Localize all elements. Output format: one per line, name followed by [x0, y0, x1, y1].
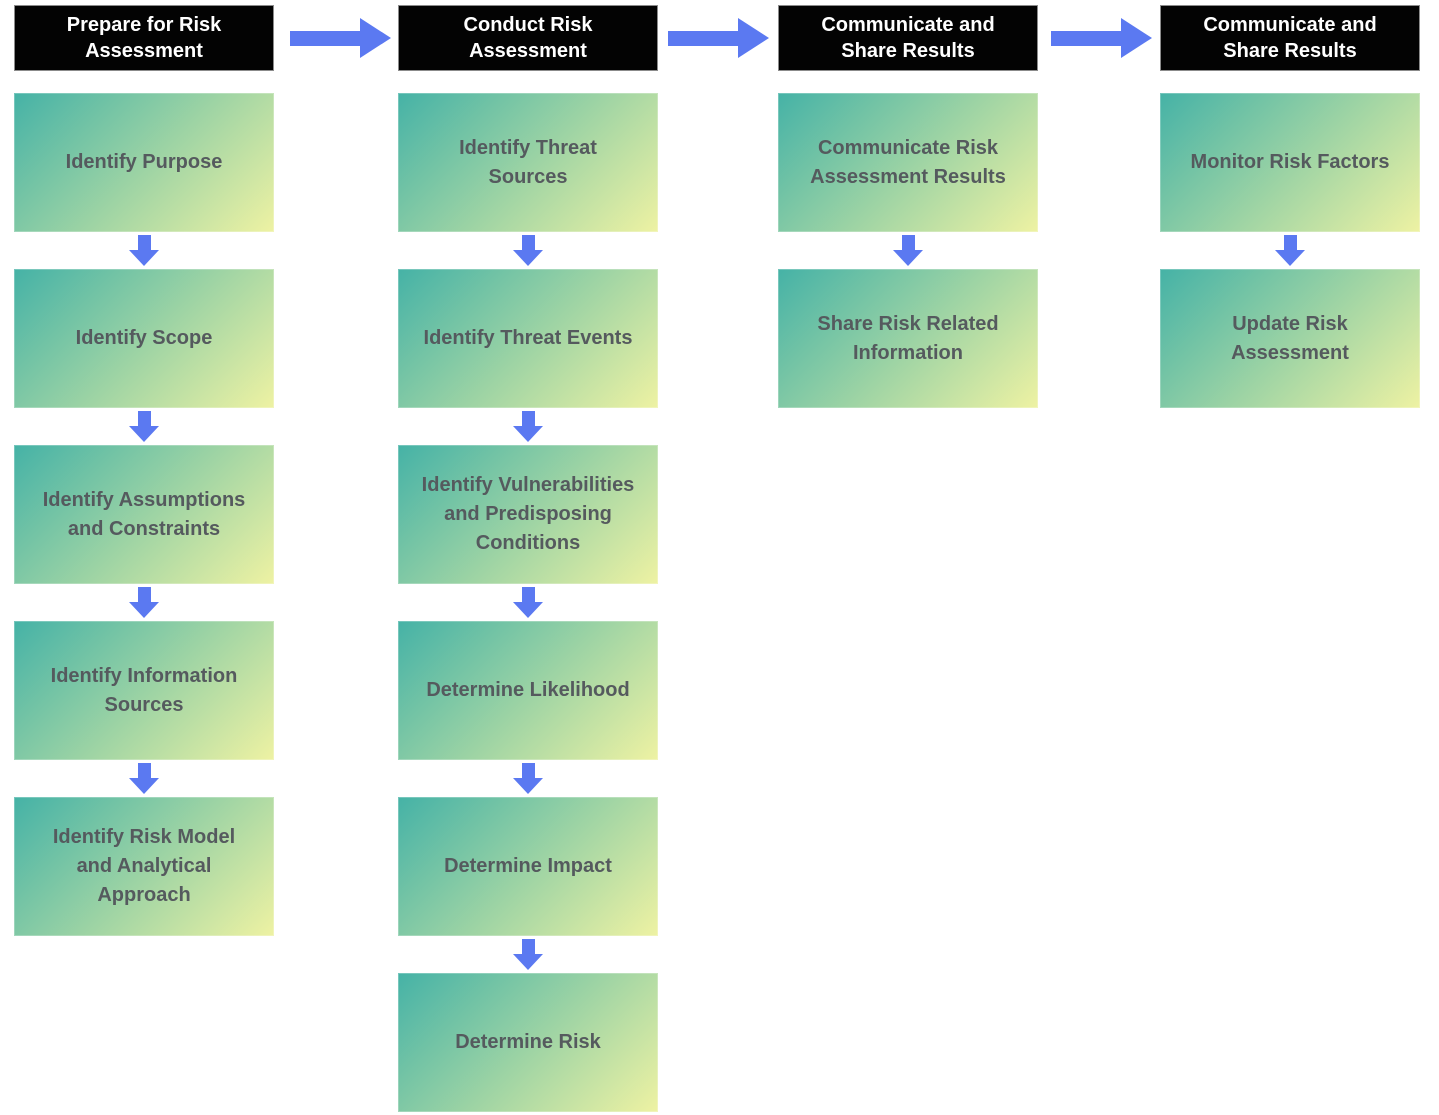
- step-identify-purpose: Identify Purpose: [14, 93, 274, 232]
- step-label: Identify Purpose: [65, 151, 223, 173]
- down-arrow-icon: [398, 408, 658, 445]
- phase-header-label: Communicate and Share Results: [1203, 14, 1377, 62]
- column-communicate-and-share-results-2: Communicate and Share Results Monitor Ri…: [1160, 5, 1420, 408]
- down-arrow-icon: [398, 760, 658, 797]
- down-arrow-stem: [901, 235, 915, 250]
- right-arrow-head: [1121, 18, 1152, 58]
- down-arrow-stem: [137, 411, 151, 426]
- phase-header-communicate: Communicate and Share Results: [778, 5, 1038, 71]
- right-arrow-stem: [290, 30, 360, 46]
- down-arrow-head: [893, 250, 923, 266]
- phase-header-label: Prepare for Risk Assessment: [66, 14, 222, 62]
- step-label: Share Risk Related Information: [817, 312, 999, 364]
- phase-header-communicate-2: Communicate and Share Results: [1160, 5, 1420, 71]
- step-label: Identify Threat Sources: [459, 136, 597, 188]
- step-label: Identify Information Sources: [50, 664, 238, 716]
- down-arrow-stem: [137, 235, 151, 250]
- step-communicate-risk-assessment-results: Communicate Risk Assessment Results: [778, 93, 1038, 232]
- down-arrow-stem: [137, 587, 151, 602]
- down-arrow-head: [513, 602, 543, 618]
- right-arrow-icon: [1051, 18, 1152, 58]
- step-determine-likelihood: Determine Likelihood: [398, 621, 658, 760]
- down-arrow-icon: [14, 232, 274, 269]
- down-arrow-head: [129, 250, 159, 266]
- right-arrow-head: [738, 18, 769, 58]
- step-label: Identify Assumptions and Constraints: [42, 488, 246, 540]
- down-arrow-icon: [14, 408, 274, 445]
- down-arrow-stem: [521, 763, 535, 778]
- step-label: Identify Risk Model and Analytical Appro…: [52, 826, 236, 906]
- column-prepare-for-risk-assessment: Prepare for Risk Assessment Identify Pur…: [14, 5, 274, 936]
- column-conduct-risk-assessment: Conduct Risk Assessment Identify Threat …: [398, 5, 658, 1112]
- step-share-risk-related-information: Share Risk Related Information: [778, 269, 1038, 408]
- step-identify-information-sources: Identify Information Sources: [14, 621, 274, 760]
- down-arrow-icon: [398, 936, 658, 973]
- phase-header-conduct: Conduct Risk Assessment: [398, 5, 658, 71]
- down-arrow-icon: [398, 232, 658, 269]
- step-identify-assumptions-and-constraints: Identify Assumptions and Constraints: [14, 445, 274, 584]
- down-arrow-icon: [398, 584, 658, 621]
- step-identify-vulnerabilities-and-predisposing-conditions: Identify Vulnerabilities and Predisposin…: [398, 445, 658, 584]
- down-arrow-head: [129, 778, 159, 794]
- down-arrow-stem: [521, 939, 535, 954]
- right-arrow-icon: [290, 18, 391, 58]
- down-arrow-icon: [1160, 232, 1420, 269]
- phase-header-prepare: Prepare for Risk Assessment: [14, 5, 274, 71]
- step-update-risk-assessment: Update Risk Assessment: [1160, 269, 1420, 408]
- step-determine-risk: Determine Risk: [398, 973, 658, 1112]
- down-arrow-head: [513, 778, 543, 794]
- down-arrow-icon: [14, 584, 274, 621]
- down-arrow-icon: [778, 232, 1038, 269]
- column-communicate-and-share-results: Communicate and Share Results Communicat…: [778, 5, 1038, 408]
- step-identify-risk-model-and-analytical-approach: Identify Risk Model and Analytical Appro…: [14, 797, 274, 936]
- down-arrow-stem: [521, 411, 535, 426]
- step-label: Identify Scope: [75, 327, 213, 349]
- down-arrow-stem: [137, 763, 151, 778]
- step-identify-threat-sources: Identify Threat Sources: [398, 93, 658, 232]
- step-label: Identify Threat Events: [423, 327, 633, 349]
- step-label: Monitor Risk Factors: [1190, 151, 1390, 173]
- phase-header-label: Communicate and Share Results: [821, 14, 995, 62]
- step-identify-threat-events: Identify Threat Events: [398, 269, 658, 408]
- right-arrow-icon: [668, 18, 769, 58]
- down-arrow-head: [129, 602, 159, 618]
- down-arrow-head: [513, 250, 543, 266]
- right-arrow-stem: [1051, 30, 1121, 46]
- step-label: Update Risk Assessment: [1231, 312, 1349, 364]
- down-arrow-stem: [521, 235, 535, 250]
- down-arrow-head: [1275, 250, 1305, 266]
- step-label: Determine Risk: [455, 1031, 601, 1053]
- phase-header-label: Conduct Risk Assessment: [463, 14, 593, 62]
- down-arrow-head: [513, 954, 543, 970]
- step-label: Identify Vulnerabilities and Predisposin…: [421, 474, 635, 554]
- right-arrow-head: [360, 18, 391, 58]
- down-arrow-stem: [1283, 235, 1297, 250]
- step-label: Communicate Risk Assessment Results: [810, 136, 1006, 188]
- right-arrow-stem: [668, 30, 738, 46]
- step-determine-impact: Determine Impact: [398, 797, 658, 936]
- step-identify-scope: Identify Scope: [14, 269, 274, 408]
- down-arrow-stem: [521, 587, 535, 602]
- step-monitor-risk-factors: Monitor Risk Factors: [1160, 93, 1420, 232]
- step-label: Determine Likelihood: [426, 679, 630, 701]
- down-arrow-head: [129, 426, 159, 442]
- down-arrow-icon: [14, 760, 274, 797]
- down-arrow-head: [513, 426, 543, 442]
- step-label: Determine Impact: [444, 855, 612, 877]
